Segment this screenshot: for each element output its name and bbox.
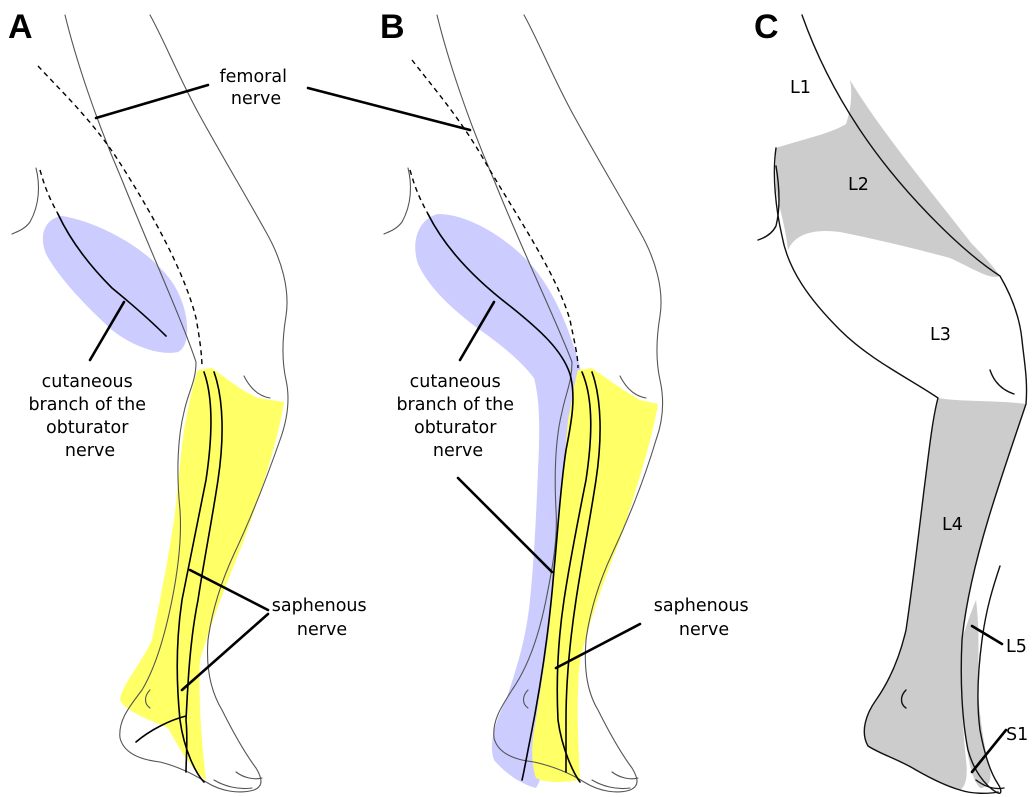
saphenous-label-b: saphenous nerve bbox=[654, 596, 754, 640]
dermatome-l4-label: L4 bbox=[942, 515, 963, 535]
dermatome-s1-label: S1 bbox=[1006, 725, 1028, 745]
panel-b: B cutaneous branch of the obturator nerv… bbox=[308, 8, 754, 792]
femoral-leader-b bbox=[308, 88, 470, 130]
dermatome-l2-region bbox=[776, 80, 1000, 277]
obturator-dashed-b bbox=[410, 170, 428, 214]
hip-outline-a bbox=[12, 168, 38, 234]
panel-letter-c: C bbox=[754, 8, 779, 46]
dermatome-l5-label: L5 bbox=[1006, 637, 1027, 657]
obturator-dashed-a bbox=[40, 170, 58, 214]
obturator-label-b: cutaneous branch of the obturator nerve bbox=[396, 372, 519, 461]
panel-a: A femoral nerve cutaneous branch of the … bbox=[8, 8, 372, 792]
femoral-leader-a bbox=[96, 85, 208, 118]
obturator-label-a: cutaneous branch of the obturator nerve bbox=[28, 372, 151, 461]
knee-crease-c bbox=[990, 370, 1014, 394]
dermatome-l2-label: L2 bbox=[848, 175, 869, 195]
panel-c: C L1 L2 L3 L4 L5 S1 bbox=[754, 8, 1028, 793]
saphenous-label-a: saphenous nerve bbox=[272, 596, 372, 640]
dermatome-l1-label: L1 bbox=[790, 78, 811, 98]
femoral-nerve-label: femoral nerve bbox=[219, 67, 292, 109]
hip-outline-b bbox=[384, 168, 410, 234]
toes-b bbox=[592, 772, 638, 789]
panel-letter-b: B bbox=[380, 8, 405, 46]
dermatome-l3-label: L3 bbox=[930, 325, 951, 345]
toes-a bbox=[214, 772, 262, 789]
dermatome-l4-region bbox=[864, 398, 1026, 790]
panel-letter-a: A bbox=[8, 8, 33, 46]
